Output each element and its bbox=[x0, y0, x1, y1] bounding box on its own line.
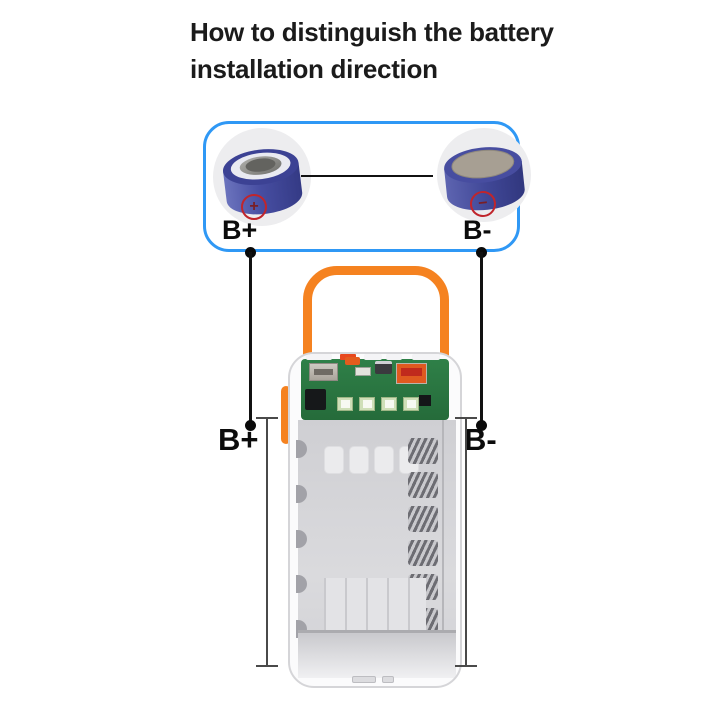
indicator-led bbox=[337, 397, 353, 411]
case-top-tab bbox=[364, 354, 382, 360]
compartment-divider-panel bbox=[324, 578, 426, 630]
capacitor-orange bbox=[345, 357, 360, 365]
dimension-line-right bbox=[465, 418, 467, 667]
contact-spring bbox=[408, 540, 438, 566]
contact-nub bbox=[296, 485, 307, 503]
case-top-tab bbox=[412, 354, 440, 360]
compartment-floor-edge bbox=[298, 630, 456, 633]
wire-connector bbox=[355, 367, 371, 376]
page-title-line1: How to distinguish the battery bbox=[190, 17, 554, 47]
usb-port-silver bbox=[309, 363, 338, 381]
legend-positive-label: B+ bbox=[222, 215, 258, 245]
micro-usb-port bbox=[375, 361, 392, 374]
battery-separator-tab bbox=[324, 446, 344, 474]
case-top-tab bbox=[306, 354, 332, 360]
usb-port-orange bbox=[396, 363, 427, 384]
page-title-line2: installation direction bbox=[190, 54, 438, 84]
case-bottom-slot bbox=[352, 676, 376, 683]
dimension-tick bbox=[455, 417, 477, 419]
case-bottom-slot bbox=[382, 676, 394, 683]
battery-top-negative-icon bbox=[437, 128, 531, 222]
indicator-led bbox=[359, 397, 375, 411]
case-top-tab bbox=[386, 354, 402, 360]
legend-negative-label: B- bbox=[463, 215, 492, 245]
contact-spring bbox=[408, 506, 438, 532]
ic-chip bbox=[419, 395, 431, 406]
contact-spring bbox=[408, 472, 438, 498]
dimension-tick bbox=[256, 665, 278, 667]
contact-nub bbox=[296, 530, 307, 548]
battery-separator-tab bbox=[349, 446, 369, 474]
dimension-tick bbox=[455, 665, 477, 667]
compartment-inner-wall bbox=[442, 420, 444, 678]
power-bank-case-illustration bbox=[288, 352, 462, 688]
positive-mark: + bbox=[249, 198, 259, 215]
dimension-tick bbox=[256, 417, 278, 419]
battery-connector-line bbox=[301, 175, 433, 177]
inductor-component bbox=[305, 389, 326, 410]
contact-nub bbox=[296, 620, 307, 638]
contact-spring bbox=[408, 438, 438, 464]
page-title: How to distinguish the battery installat… bbox=[190, 14, 610, 88]
indicator-led bbox=[403, 397, 419, 411]
handle-tab-left bbox=[281, 386, 291, 444]
leader-wire-left bbox=[249, 252, 252, 425]
wire-dot-bottom-left bbox=[245, 420, 256, 431]
indicator-led bbox=[381, 397, 397, 411]
positive-mark-ring: + bbox=[241, 194, 267, 220]
contact-nub bbox=[296, 575, 307, 593]
battery-separator-tab bbox=[374, 446, 394, 474]
leader-wire-right bbox=[480, 252, 483, 425]
dimension-line-left bbox=[266, 418, 268, 667]
compartment-floor bbox=[298, 633, 456, 678]
wire-dot-bottom-right bbox=[476, 420, 487, 431]
negative-mark: − bbox=[477, 194, 489, 213]
contact-nub bbox=[296, 440, 307, 458]
